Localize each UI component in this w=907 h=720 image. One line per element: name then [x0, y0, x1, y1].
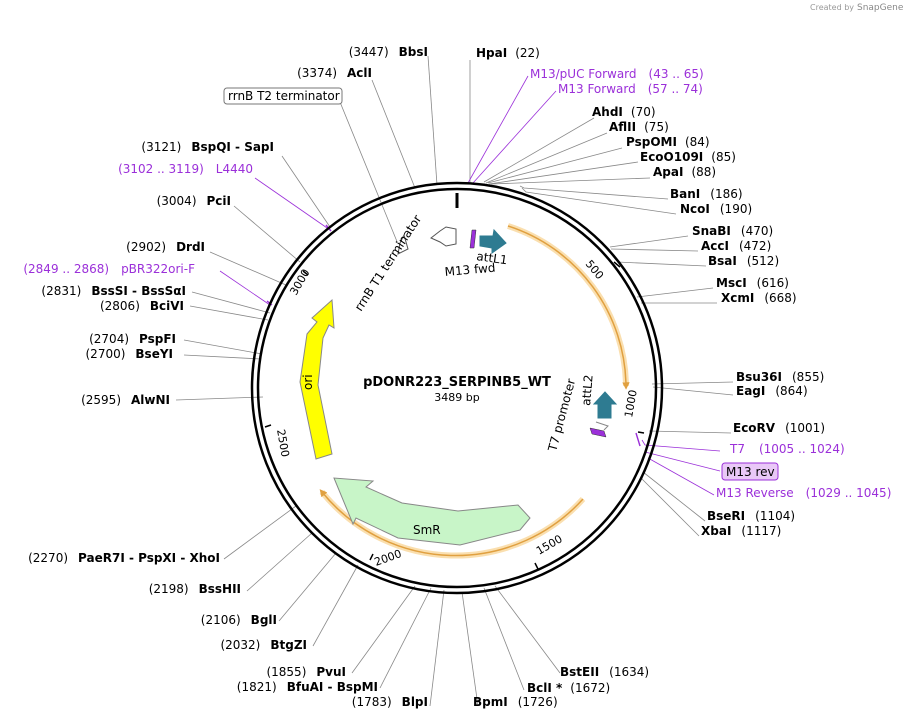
site-bgli: (2106)BglI	[201, 613, 277, 627]
site-pvui: (1855)PvuI	[266, 665, 346, 679]
primer-m13reverse: M13 Reverse(1029 .. 1045)	[716, 486, 891, 500]
site-xbai: XbaI(1117)	[701, 524, 781, 538]
snapgene-credit: Created by SnapGene	[810, 3, 904, 13]
site-ncoi: NcoI(190)	[680, 202, 752, 216]
tick-label-1000: 1000	[622, 389, 640, 419]
site-btgzi: (2032)BtgZI	[220, 638, 307, 652]
feature-smr: SmR	[333, 477, 531, 546]
rrnb-t2-label: rrnB T2 terminator	[223, 87, 343, 105]
primer-m13puc: M13/pUC Forward(43 .. 65)	[530, 67, 704, 81]
plasmid-size: 3489 bp	[434, 391, 479, 404]
orf-arc-upper	[507, 223, 630, 390]
plasmid-name: pDONR223_SERPINB5_WT	[363, 375, 551, 390]
site-bseyi: (2700)BseYI	[86, 347, 174, 361]
site-bcli: BclI *(1672)	[527, 681, 610, 695]
site-bsu36i: Bsu36I(855)	[736, 370, 824, 384]
tick-label-2500: 2500	[274, 428, 292, 458]
site-msci: MscI(616)	[716, 276, 789, 290]
site-acli: (3374)AclI	[297, 66, 372, 80]
primer-labels: M13/pUC Forward(43 .. 65) M13 Forward(57…	[23, 67, 891, 500]
site-pspomi: PspOMI(84)	[626, 135, 710, 149]
feature-label-ori: ori	[301, 374, 315, 390]
feature-label-attl1: attL1	[476, 249, 509, 267]
site-drdi: (2902)DrdI	[126, 240, 205, 254]
credit-brand: SnapGene	[857, 3, 904, 13]
site-labels-right: HpaI(22) AhdI(70) AflII(75) PspOMI(84) E…	[473, 46, 825, 709]
rrnb-t2-text: rrnB T2 terminator	[228, 89, 340, 103]
site-bsshii: (2198)BssHII	[149, 582, 241, 596]
site-bani: BanI(186)	[670, 187, 743, 201]
site-ecorv: EcoRV(1001)	[733, 421, 825, 435]
site-xcmi: XcmI(668)	[721, 291, 797, 305]
primer-leader-lines	[219, 75, 721, 496]
primer-m13fwd: M13 Forward(57 .. 74)	[558, 82, 703, 96]
site-labels-left: (1783)BlpI (1821)BfuAI - BspMI (1855)Pvu…	[28, 45, 428, 709]
feature-label-smr: SmR	[413, 523, 441, 537]
tick-label-3000: 3000	[287, 267, 312, 298]
site-ahdi: AhdI(70)	[592, 105, 656, 119]
site-paer7i: (2270)PaeR7I - PspXI - XhoI	[28, 551, 220, 565]
site-bcivi: (2806)BciVI	[100, 299, 184, 313]
site-bsssi: (2831)BssSI - BssSαI	[41, 284, 186, 298]
site-bseri: BseRI(1104)	[707, 509, 795, 523]
feature-rrnb-t1: rrnB T1 terminator	[352, 212, 457, 314]
site-snabi: SnaBI(470)	[692, 224, 773, 238]
site-apai: ApaI(88)	[653, 165, 716, 179]
site-eagi: EagI(864)	[736, 384, 808, 398]
feature-label-m13fwd: M13 fwd	[444, 261, 496, 279]
site-aflii: AflII(75)	[609, 120, 669, 134]
site-acci: AccI(472)	[701, 239, 771, 253]
feature-attl2: attL2 T7 promoter	[545, 374, 618, 454]
site-bpmi: BpmI(1726)	[473, 695, 558, 709]
m13-rev-text: M13 rev	[726, 465, 775, 479]
feature-label-attl2: attL2	[579, 374, 596, 406]
tick-label-2000: 2000	[373, 547, 404, 569]
site-bspqi: (3121)BspQI - SapI	[141, 140, 274, 154]
site-eco0109i: EcoO109I(85)	[640, 150, 736, 164]
site-alwni: (2595)AlwNI	[81, 393, 170, 407]
primer-pbr322: (2849 .. 2868)pBR322ori-F	[23, 262, 195, 276]
feature-ori: ori	[299, 298, 335, 460]
m13-rev-label: M13 rev	[721, 462, 779, 481]
backbone	[250, 181, 664, 595]
plasmid-title: pDONR223_SERPINB5_WT 3489 bp	[363, 375, 551, 404]
feature-attl1: attL1 M13 fwd	[444, 228, 509, 279]
site-bfuai: (1821)BfuAI - BspMI	[237, 680, 378, 694]
backbone-outer-circle	[250, 181, 664, 595]
site-pspfi: (2704)PspFI	[89, 332, 176, 346]
backbone-inner-circle	[256, 187, 658, 589]
credit-prefix: Created by	[810, 3, 854, 12]
primer-t7: T7(1005 .. 1024)	[729, 442, 845, 456]
site-leader-lines	[175, 55, 734, 707]
site-bbsi: (3447)BbsI	[349, 45, 428, 59]
site-hpai: HpaI(22)	[476, 46, 540, 60]
site-blpi: (1783)BlpI	[352, 695, 428, 709]
site-bsteii: BstEII(1634)	[560, 665, 649, 679]
site-bsai: BsaI(512)	[708, 254, 779, 268]
feature-label-rrnb-t1: rrnB T1 terminator	[352, 212, 425, 313]
site-pcii: (3004)PciI	[157, 194, 231, 208]
primer-l4440: (3102 .. 3119)L4440	[118, 162, 253, 176]
